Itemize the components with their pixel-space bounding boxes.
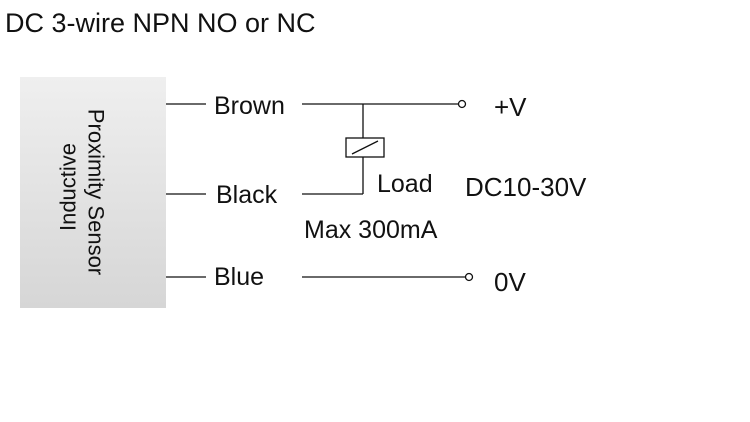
wire-label-blue: Blue [214, 263, 264, 291]
diagram-title: DC 3-wire NPN NO or NC [5, 8, 316, 38]
load-relay-diagonal [351, 140, 379, 155]
positive-terminal [457, 99, 467, 109]
wire-label-black: Black [216, 181, 278, 209]
max-current-label: Max 300mA [304, 216, 438, 244]
sensor-label-line2: Inductive [56, 143, 81, 231]
zero-terminal-label: 0V [494, 267, 526, 297]
zero-terminal [464, 272, 474, 282]
sensor-label-line1: Proximity Sensor [84, 109, 109, 275]
sensor-body [20, 77, 166, 308]
wire-label-brown: Brown [214, 92, 285, 120]
positive-terminal-label: +V [494, 92, 527, 122]
supply-voltage-label: DC10-30V [465, 172, 587, 202]
load-label: Load [377, 170, 433, 198]
